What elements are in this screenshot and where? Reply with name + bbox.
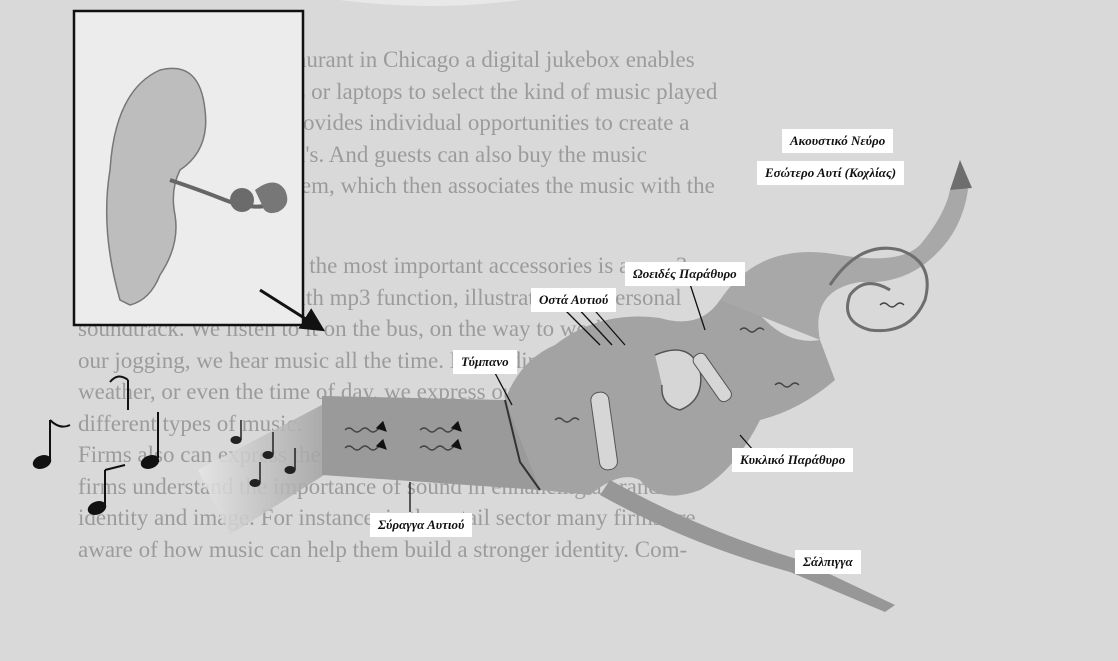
top-page-fold: [340, 0, 520, 6]
label-round-window: Κυκλικό Παράθυρο: [732, 448, 853, 472]
music-notes-icon: [31, 376, 160, 516]
label-inner-ear: Εσώτερο Αυτί (Κοχλίας): [757, 161, 904, 185]
eustachian-tube: [600, 480, 895, 612]
sound-funnel: [198, 398, 335, 535]
label-ear-canal: Σύραγγα Αυτιού: [370, 513, 472, 537]
label-acoustic-nerve: Ακουστικό Νεύρο: [782, 129, 893, 153]
inner-ear-cochlea: [720, 168, 968, 340]
label-eardrum: Τύμπανο: [453, 350, 517, 374]
label-ossicles: Οστά Αυτιού: [531, 288, 616, 312]
acoustic-nerve-arrow: [950, 160, 972, 190]
inset-middle-ear: [230, 188, 254, 212]
label-oval-window: Ωοειδές Παράθυρο: [625, 262, 745, 286]
label-eustachian-tube: Σάλπιγγα: [795, 550, 861, 574]
inset-ear-box: [74, 11, 303, 325]
